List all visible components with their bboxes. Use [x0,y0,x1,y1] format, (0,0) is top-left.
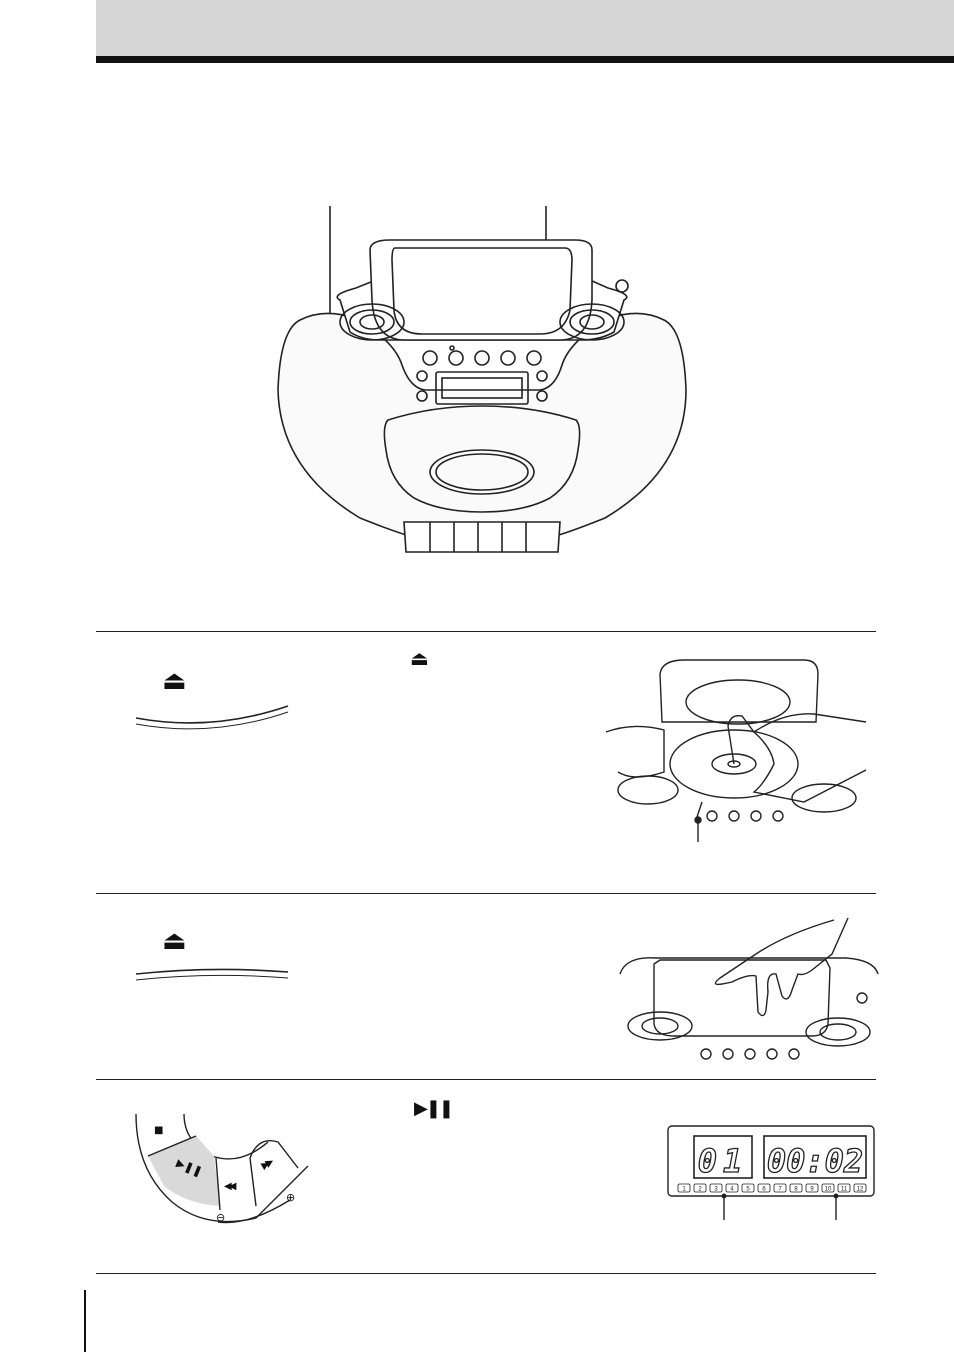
calendar-box [789,1183,803,1193]
track-number: 01 [698,1142,749,1180]
volume-minus-icon: ⊖ [216,1211,226,1224]
calendar-number: 1 [682,1187,686,1193]
calendar-box [741,1183,755,1193]
calendar-box [725,1183,739,1193]
calendar-number: 11 [841,1187,848,1193]
calendar-number: 7 [778,1187,782,1193]
header-band [96,0,954,56]
play-pause-icon: ▶❚❚ [414,1098,454,1119]
calendar-box [773,1183,787,1193]
section-divider [96,631,876,632]
volume-plus-icon: ⊕ [286,1191,296,1204]
calendar-box [821,1183,835,1193]
eject-icon: ⏏ [410,646,429,670]
previous-icon: ◀◀ [224,1181,237,1192]
calendar-box [693,1183,707,1193]
calendar-number: 9 [810,1187,814,1193]
calendar-number: 12 [857,1187,864,1193]
calendar-number: 2 [698,1187,702,1193]
boombox-illustration [277,206,687,553]
dial-arc [135,705,289,730]
section-divider [96,893,876,894]
dial-arc [135,968,289,981]
calendar-box [709,1183,723,1193]
eject-icon: ⏏ [162,666,187,696]
lid-close-illustration [619,917,879,1060]
header-rule [96,56,954,63]
calendar-number: 8 [794,1187,798,1193]
calendar-number: 3 [714,1187,718,1193]
calendar-number: 5 [746,1187,750,1193]
calendar-box [757,1183,771,1193]
calendar-number: 6 [762,1187,766,1193]
stop-icon: ■ [154,1125,164,1136]
eject-icon: ⏏ [162,926,187,956]
section-divider [96,1273,876,1274]
calendar-box [853,1183,867,1193]
margin-rule [84,1290,86,1352]
control-dial-illustration [135,1113,309,1224]
section-divider [96,1079,876,1080]
elapsed-time: 00:02 [767,1142,863,1180]
calendar-box [677,1183,691,1193]
disc-insert-illustration [605,659,867,842]
calendar-box [805,1183,819,1193]
calendar-number: 4 [730,1187,734,1193]
calendar-number: 10 [825,1187,832,1193]
calendar-box [837,1183,851,1193]
